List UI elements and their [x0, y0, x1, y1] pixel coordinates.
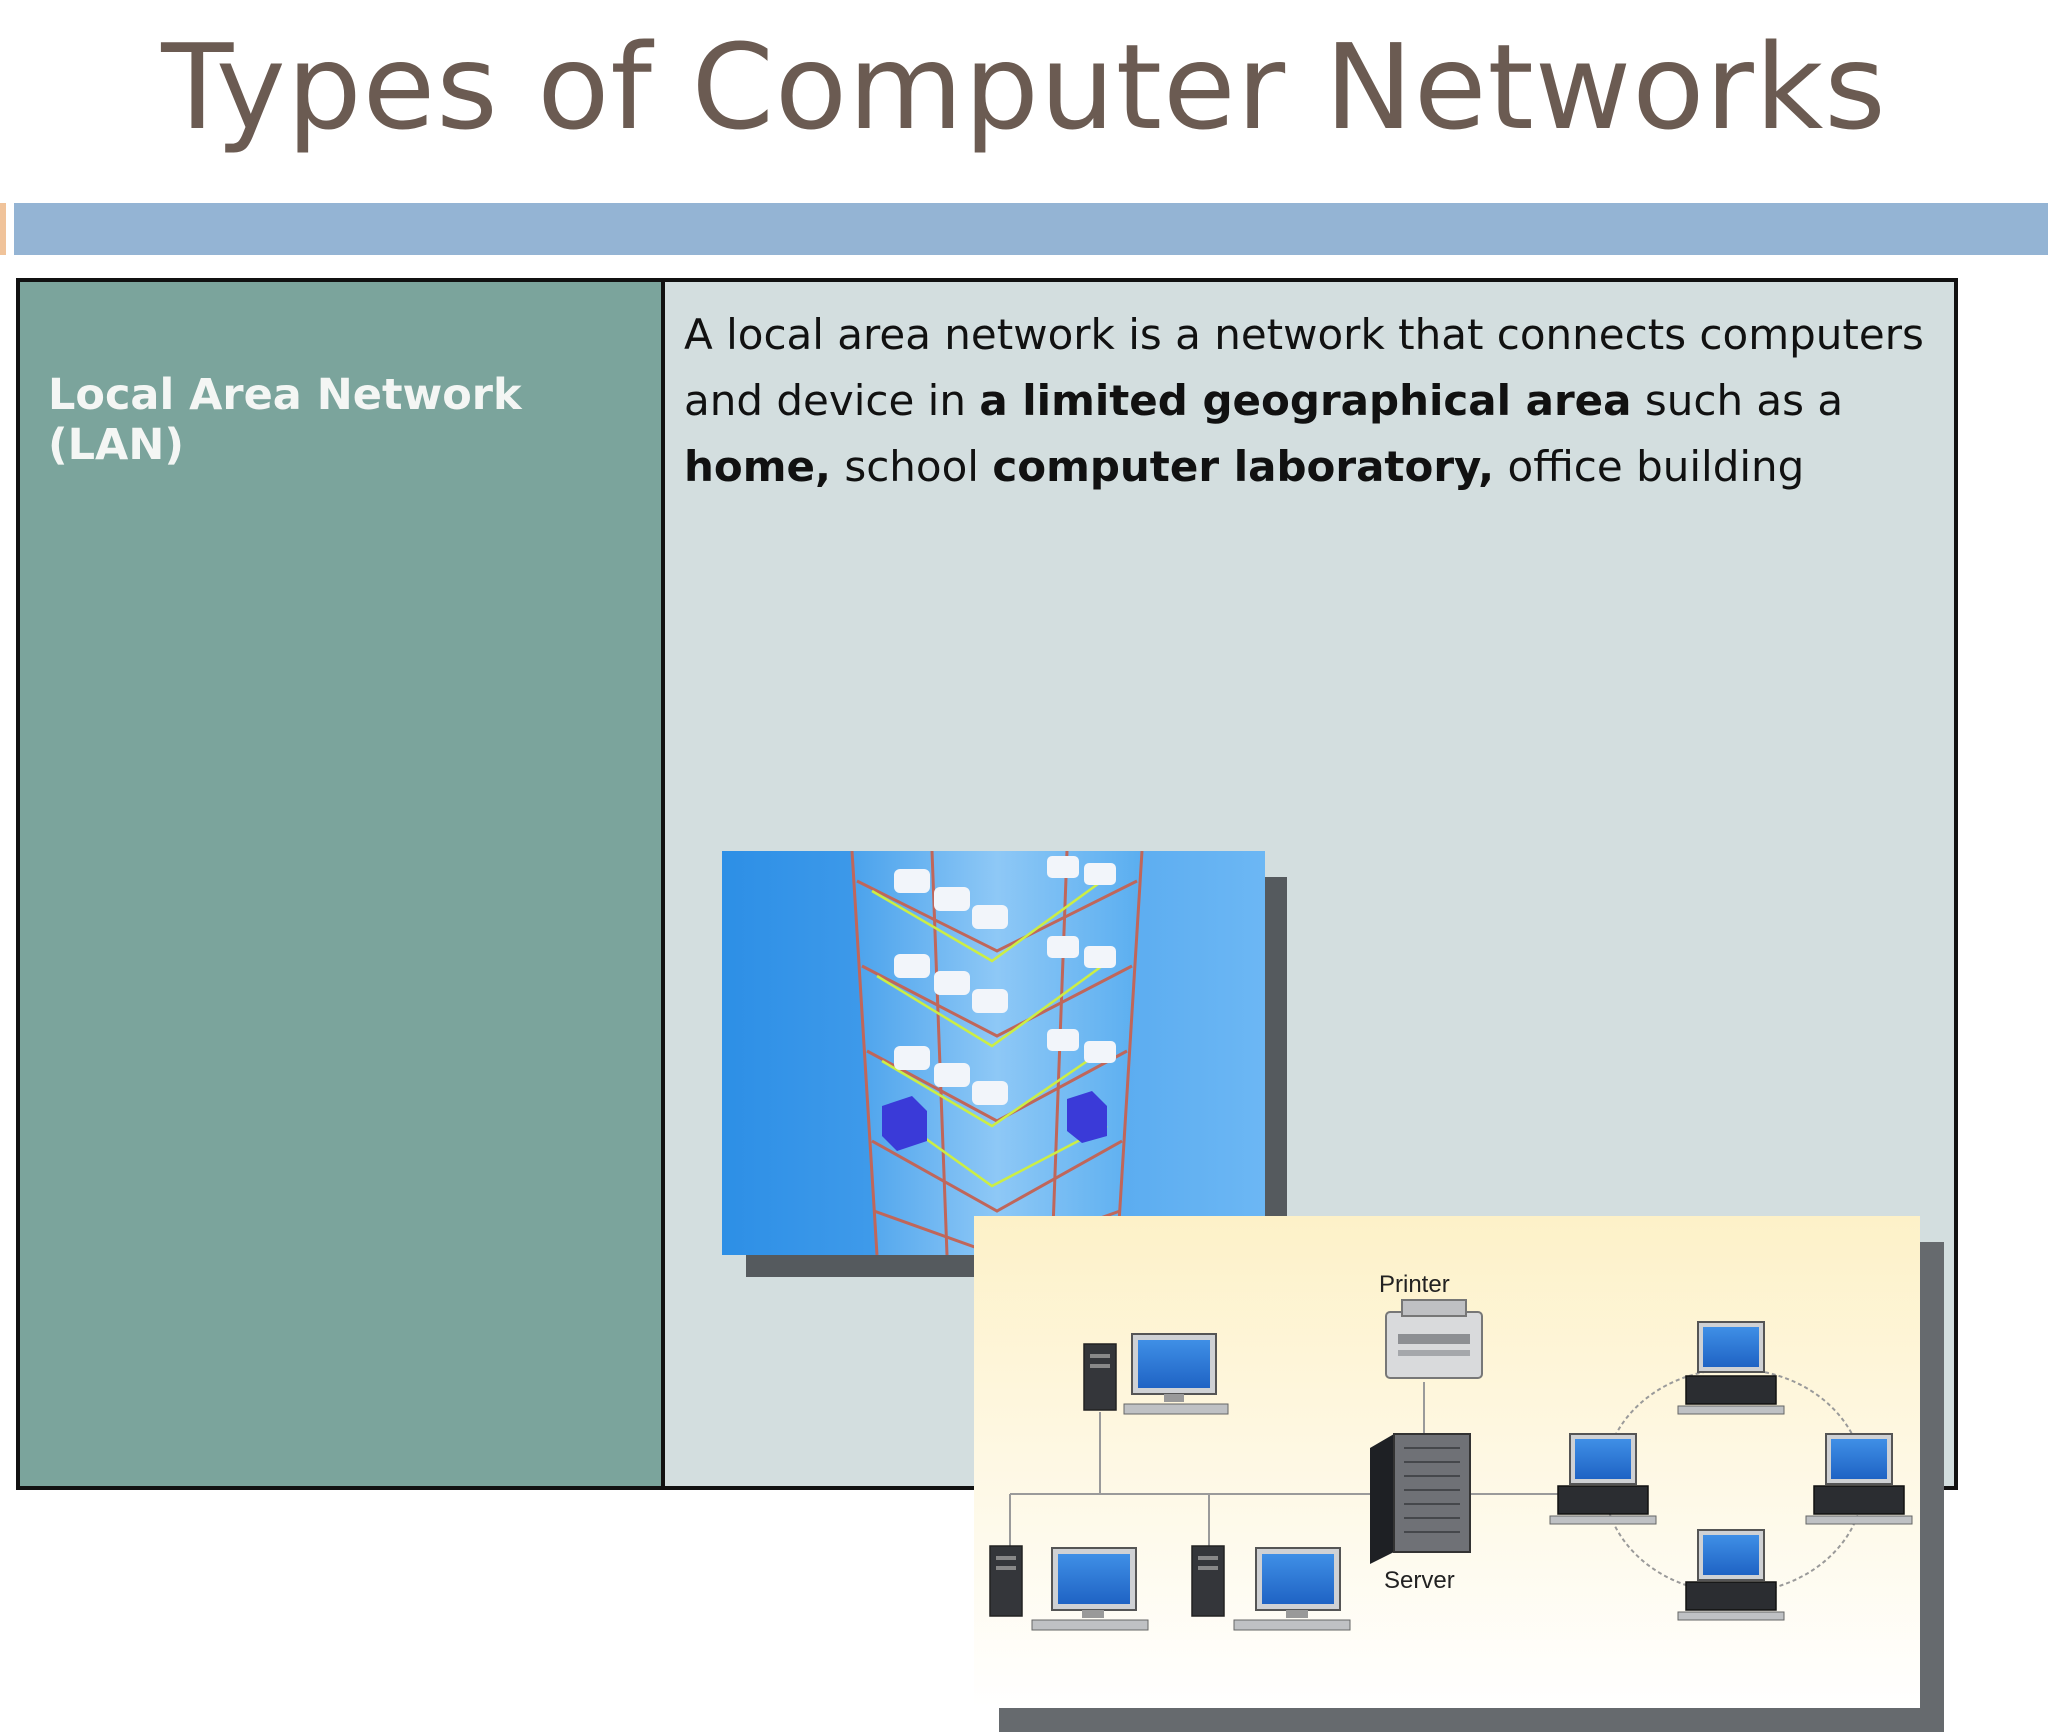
desc-text-2: such as a — [1631, 376, 1844, 425]
laptop-workstation-icon — [1805, 1433, 1913, 1525]
laptop-workstation-icon — [1677, 1321, 1785, 1415]
desc-text-3: school — [830, 442, 993, 491]
desktop-computer-icon — [1083, 1333, 1229, 1415]
printer-label: Printer — [1379, 1271, 1450, 1298]
desc-bold-lab: computer laboratory, — [992, 442, 1495, 491]
title-bar — [14, 203, 2048, 255]
content-table: Local Area Network (LAN) A local area ne… — [16, 278, 1958, 1732]
building-network-image — [722, 851, 1265, 1255]
lan-diagram: Printer Server — [974, 1216, 1920, 1708]
desc-text-4: office building — [1494, 442, 1805, 491]
desc-text-1: A local area network is a network that c… — [684, 310, 1924, 425]
lan-description: A local area network is a network that c… — [684, 302, 1934, 500]
label-column: Local Area Network (LAN) — [20, 282, 665, 1486]
desc-bold-home: home, — [684, 442, 831, 491]
printer-icon — [1385, 1299, 1483, 1379]
title-bar-accent — [0, 203, 6, 255]
lan-label: Local Area Network (LAN) — [48, 370, 522, 470]
desc-bold-geographical: a limited geographical area — [979, 376, 1632, 425]
server-label: Server — [1384, 1567, 1455, 1594]
laptop-workstation-icon — [1549, 1433, 1657, 1525]
slide-title: Types of Computer Networks — [161, 18, 1887, 156]
server-icon — [1370, 1433, 1471, 1564]
